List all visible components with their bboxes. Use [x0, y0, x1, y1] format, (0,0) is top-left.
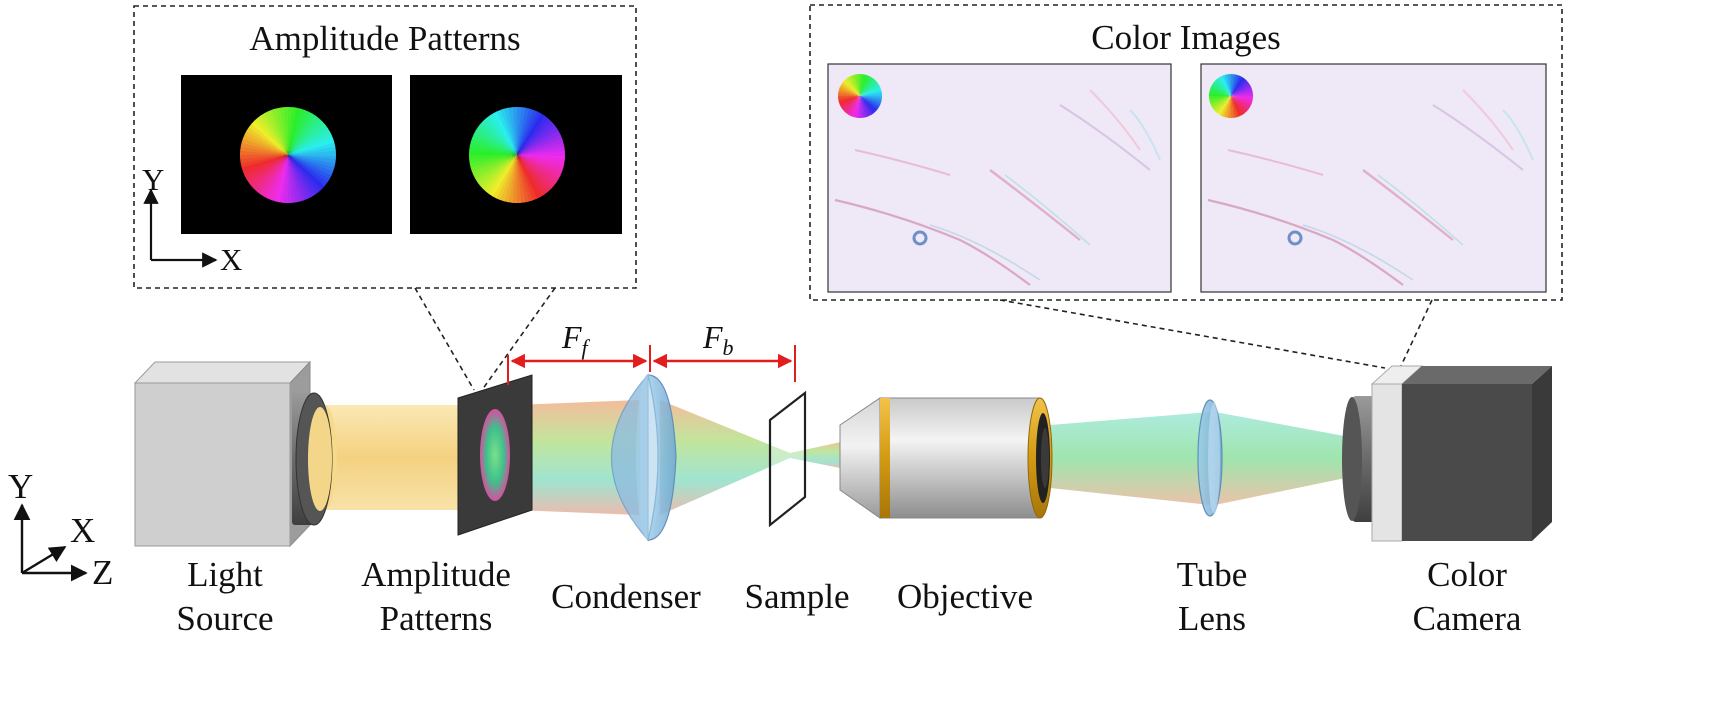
light-source-label-line2: Source — [176, 599, 273, 638]
light-source — [133, 360, 333, 548]
global-x-axis-arrow — [21, 545, 67, 575]
color-wheel-pattern-1 — [240, 107, 336, 203]
infinity-beam — [1050, 412, 1210, 505]
focal-distance-markers: Ff Fb — [507, 319, 796, 385]
color-camera-label-line1: Color — [1427, 555, 1507, 594]
color-images-inset: Color Images — [809, 4, 1563, 301]
amplitude-pattern-plate — [457, 374, 533, 536]
condenser-lens — [611, 373, 677, 542]
global-axes: Y X Z — [8, 467, 113, 592]
color-wheel-pattern-2 — [469, 107, 565, 203]
amplitude-patterns-label-line2: Patterns — [380, 599, 493, 638]
color-camera — [1342, 365, 1552, 542]
global-y-axis-label: Y — [8, 467, 33, 506]
tube-lens — [1197, 399, 1223, 517]
amplitude-callout-line-right — [481, 287, 556, 391]
amplitude-patterns-label-line1: Amplitude — [361, 555, 511, 594]
converging-beam — [660, 400, 790, 515]
condenser-label: Condenser — [551, 577, 701, 616]
amplitude-callout-line-left — [414, 287, 475, 391]
sample-label: Sample — [745, 577, 850, 616]
tube-lens-label-line1: Tube — [1177, 555, 1248, 594]
front-focal-label: Ff — [561, 319, 591, 360]
color-camera-label-line2: Camera — [1413, 599, 1522, 638]
inset-x-axis-label: X — [220, 242, 242, 277]
amplitude-patterns-inset: Amplitude Patterns Y X — [133, 5, 637, 289]
tube-lens-label-line2: Lens — [1178, 599, 1246, 638]
color-image-1 — [827, 63, 1172, 293]
amplitude-inset-title: Amplitude Patterns — [249, 19, 520, 58]
back-focal-label: Fb — [702, 319, 734, 360]
color-inset-title: Color Images — [1091, 18, 1281, 57]
color-callout-line-left — [999, 299, 1386, 369]
color-callout-line-right — [1399, 299, 1433, 369]
objective-label: Objective — [897, 577, 1033, 616]
diverging-beam — [790, 440, 850, 470]
patterned-beam — [515, 400, 640, 515]
sample-slide — [768, 390, 807, 528]
imaging-beam — [1215, 412, 1355, 505]
collimated-beam — [325, 405, 465, 510]
color-image-2 — [1200, 63, 1547, 293]
inset-y-axis-label: Y — [142, 162, 164, 197]
objective-lens — [839, 397, 1053, 519]
component-labels: Light Source Amplitude Patterns Condense… — [176, 555, 1521, 638]
light-source-label-line1: Light — [187, 555, 263, 594]
global-x-axis-label: X — [70, 511, 95, 550]
global-z-axis-label: Z — [92, 553, 113, 592]
